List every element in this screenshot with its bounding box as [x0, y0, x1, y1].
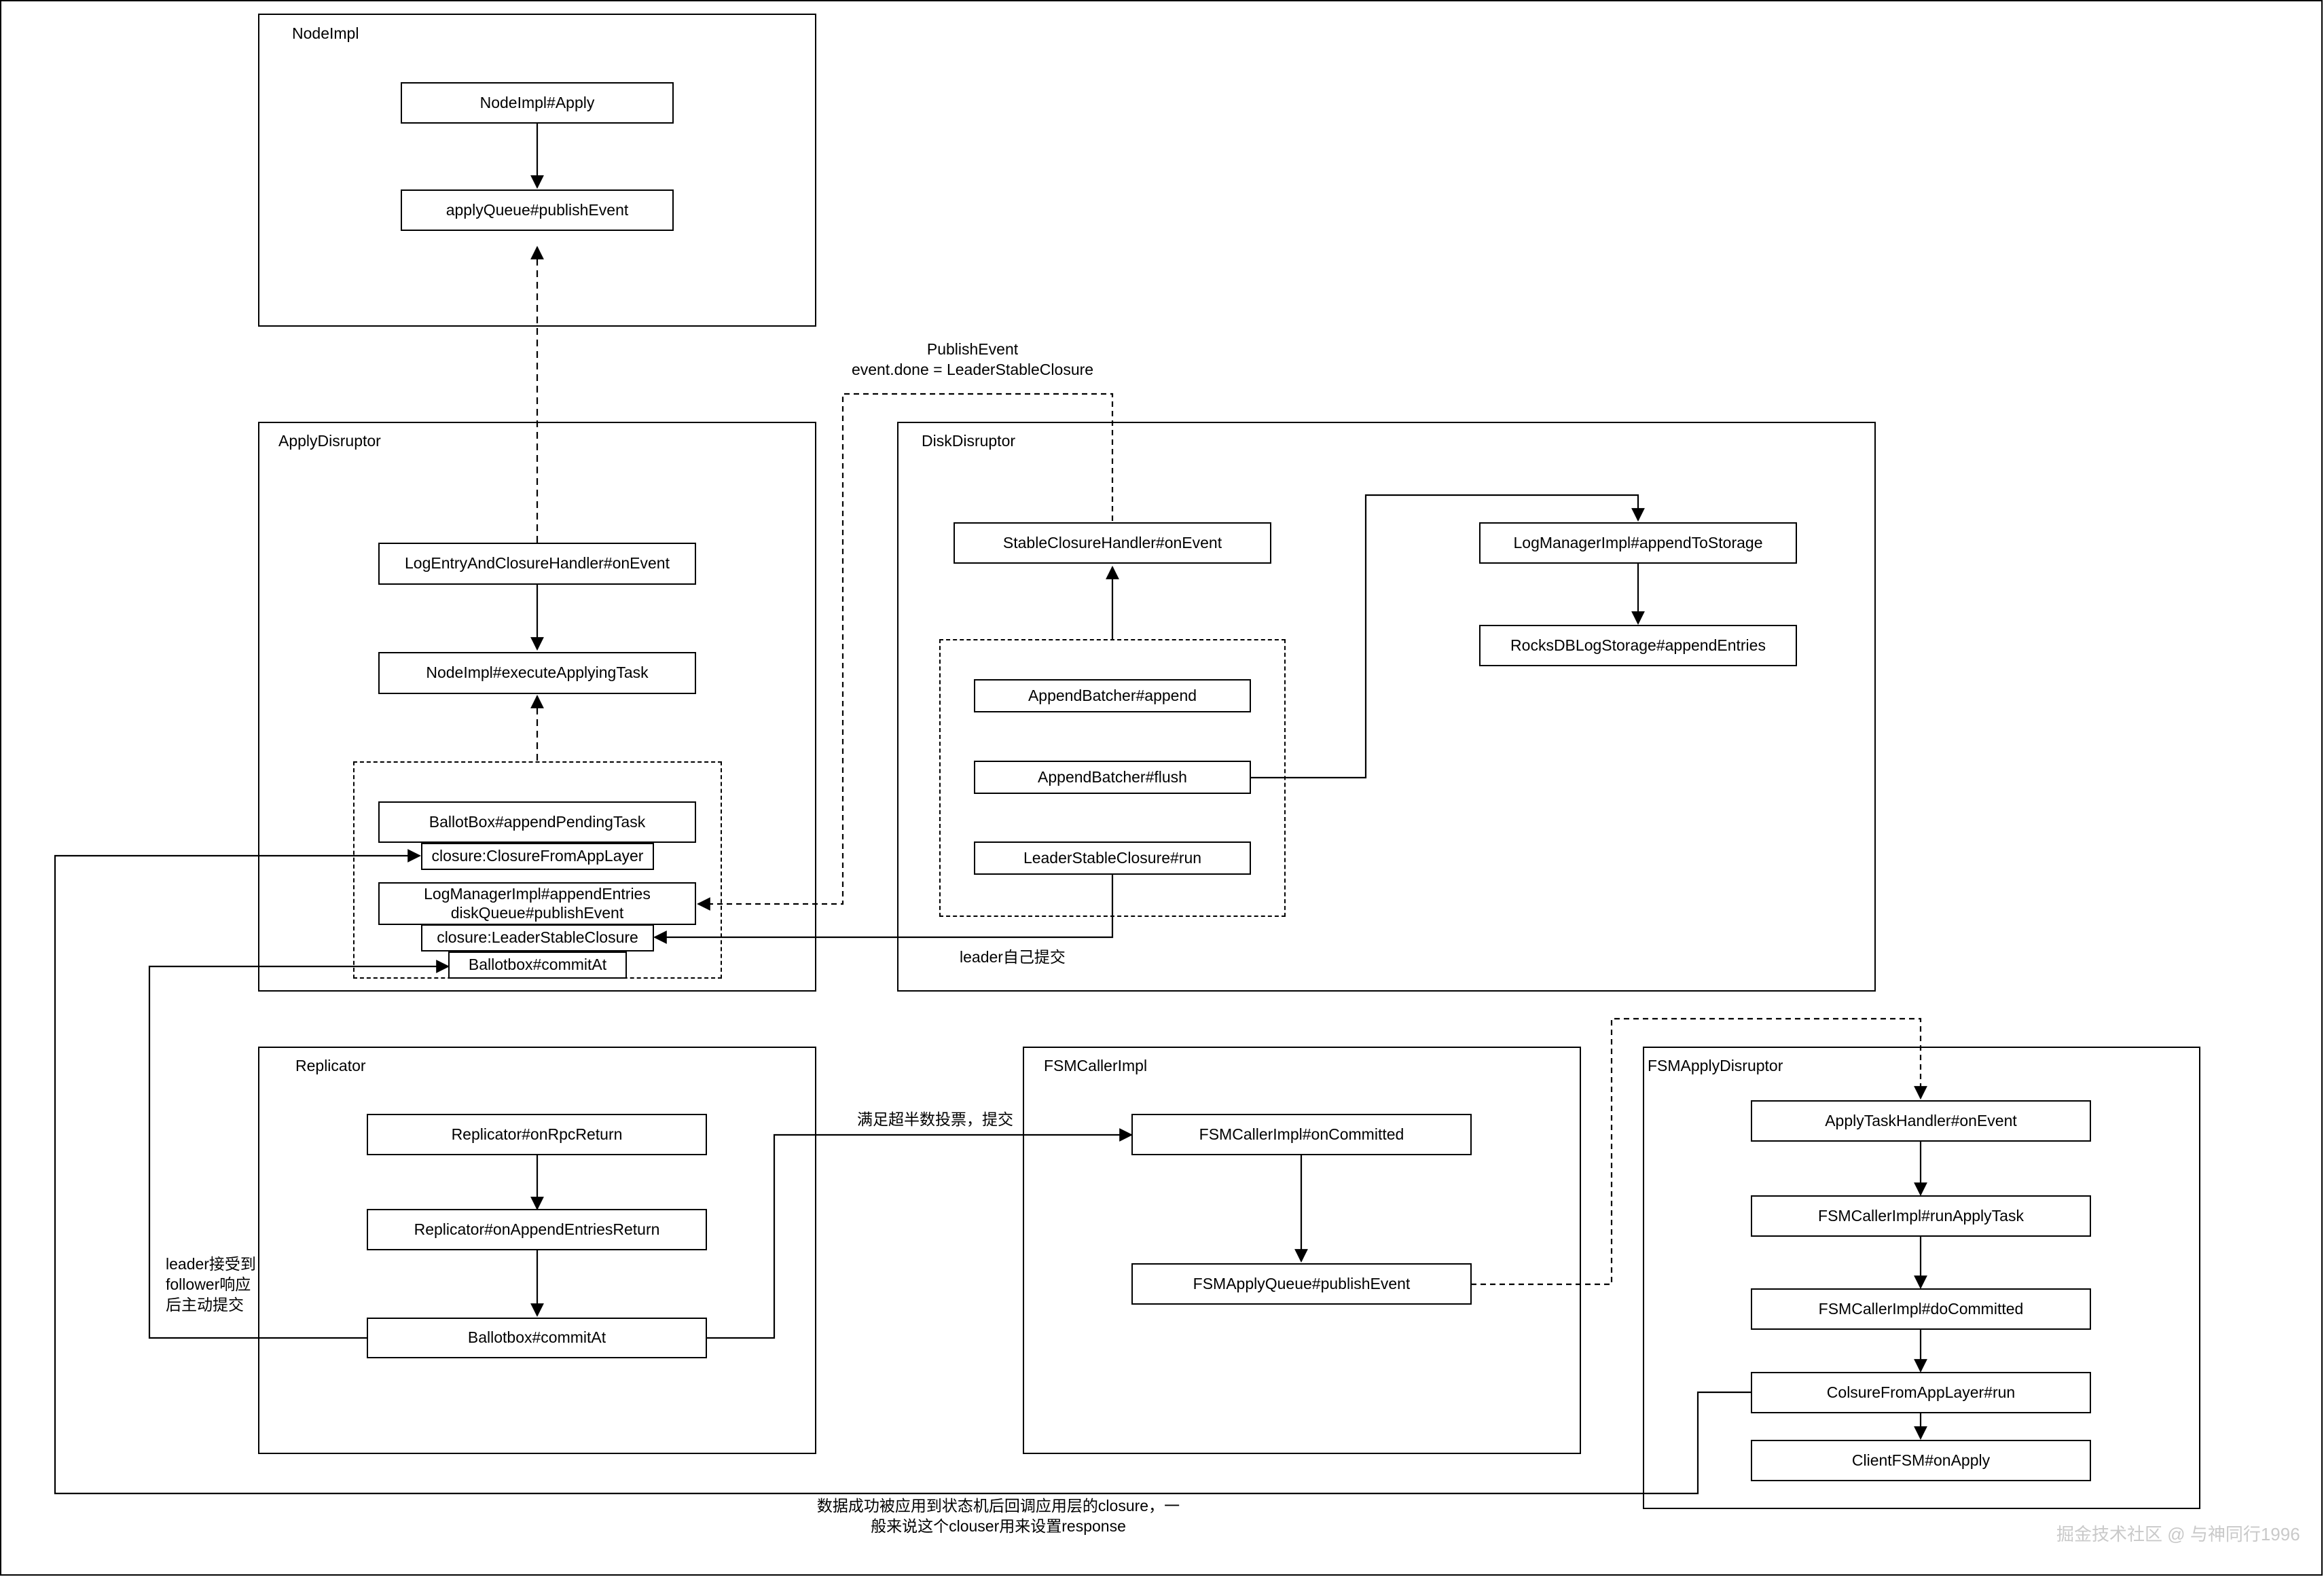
node-log-manager-append-entries-line1: LogManagerImpl#appendEntries: [424, 884, 651, 903]
node-closure-leader-stable: closure:LeaderStableClosure: [421, 924, 654, 951]
node-log-entry-handler: LogEntryAndClosureHandler#onEvent: [378, 543, 696, 585]
arrow-flush-to-storage: [1251, 494, 1645, 779]
node-fsm-on-committed: FSMCallerImpl#onCommitted: [1131, 1114, 1472, 1155]
note-leader-follower-line1: leader接受到: [166, 1255, 256, 1273]
note-leader-follower-line3: 后主动提交: [166, 1295, 244, 1313]
node-do-committed: FSMCallerImpl#doCommitted: [1751, 1288, 2091, 1330]
arrow-publish-to-apply-task-handler: [1471, 1017, 1927, 1286]
arrow-commit-to-fsm-committed: [707, 1128, 1133, 1339]
note-publish-event-line2: event.done = LeaderStableClosure: [851, 360, 1094, 378]
node-append-pending-task: BallotBox#appendPendingTask: [378, 801, 696, 843]
node-rocksdb-append-entries: RocksDBLogStorage#appendEntries: [1479, 625, 1797, 666]
group-disk-disruptor: [897, 422, 1876, 992]
note-leader-follower-line2: follower响应: [166, 1275, 251, 1293]
arrow-stable-handler-to-append-entries: [697, 393, 1114, 911]
note-closure-callback: 数据成功被应用到状态机后回调应用层的closure，一 般来说这个clouser…: [795, 1496, 1202, 1537]
group-nodeimpl: [258, 14, 816, 327]
note-leader-follower: leader接受到 follower响应 后主动提交: [166, 1254, 256, 1316]
node-closure-from-app-layer: closure:ClosureFromAppLayer: [421, 843, 654, 870]
group-label-nodeimpl: NodeImpl: [292, 24, 359, 42]
node-apply-task-handler: ApplyTaskHandler#onEvent: [1751, 1100, 2091, 1142]
node-fsm-apply-queue-publish: FSMApplyQueue#publishEvent: [1131, 1263, 1472, 1305]
node-replicator-on-rpc-return: Replicator#onRpcReturn: [367, 1114, 707, 1155]
node-client-fsm-on-apply: ClientFSM#onApply: [1751, 1440, 2091, 1481]
group-replicator: [258, 1047, 816, 1454]
group-fsm-caller-impl: [1023, 1047, 1581, 1454]
node-append-batcher-flush: AppendBatcher#flush: [974, 761, 1251, 794]
node-ballotbox-commit-at-replicator: Ballotbox#commitAt: [367, 1318, 707, 1358]
node-stable-closure-handler: StableClosureHandler#onEvent: [954, 522, 1271, 564]
dashed-region-append-batcher: [939, 639, 1286, 917]
node-run-apply-task: FSMCallerImpl#runApplyTask: [1751, 1195, 2091, 1237]
group-label-disk-disruptor: DiskDisruptor: [922, 432, 1016, 450]
node-nodeimpl-apply: NodeImpl#Apply: [401, 82, 674, 124]
note-publish-event-line1: PublishEvent: [926, 340, 1019, 358]
group-label-replicator: Replicator: [295, 1057, 366, 1074]
note-closure-callback-line1: 数据成功被应用到状态机后回调应用层的closure，一: [816, 1497, 1180, 1515]
note-closure-callback-line2: 般来说这个clouser用来设置response: [871, 1517, 1126, 1535]
arrow-closure-run-to-app-layer: [54, 849, 1751, 1495]
node-apply-queue-publish: applyQueue#publishEvent: [401, 189, 674, 231]
node-append-to-storage: LogManagerImpl#appendToStorage: [1479, 522, 1797, 564]
group-label-fsm-caller-impl: FSMCallerImpl: [1044, 1057, 1148, 1074]
note-publish-event: PublishEvent event.done = LeaderStableCl…: [837, 340, 1108, 380]
group-fsm-apply-disruptor: [1643, 1047, 2200, 1509]
node-log-manager-append-entries-line2: diskQueue#publishEvent: [450, 903, 624, 922]
group-label-fsm-apply-disruptor: FSMApplyDisruptor: [1648, 1057, 1783, 1074]
node-replicator-on-append-entries-return: Replicator#onAppendEntriesReturn: [367, 1209, 707, 1250]
watermark: 掘金技术社区 @ 与神同行1996: [2056, 1524, 2300, 1544]
node-ballotbox-commit-at-apply: Ballotbox#commitAt: [448, 951, 627, 979]
arrow-leader-run-to-closure: [653, 874, 1114, 944]
group-label-apply-disruptor: ApplyDisruptor: [278, 432, 381, 450]
node-log-manager-append-entries: LogManagerImpl#appendEntries diskQueue#p…: [378, 882, 696, 925]
node-leader-stable-closure-run: LeaderStableClosure#run: [974, 841, 1251, 875]
node-execute-applying-task: NodeImpl#executeApplyingTask: [378, 652, 696, 694]
node-closure-from-app-layer-run: ColsureFromAppLayer#run: [1751, 1372, 2091, 1413]
note-majority-vote: 满足超半数投票，提交: [857, 1110, 1013, 1128]
group-apply-disruptor: [258, 422, 816, 992]
node-append-batcher-append: AppendBatcher#append: [974, 679, 1251, 712]
note-leader-self-commit: leader自己提交: [960, 948, 1066, 966]
